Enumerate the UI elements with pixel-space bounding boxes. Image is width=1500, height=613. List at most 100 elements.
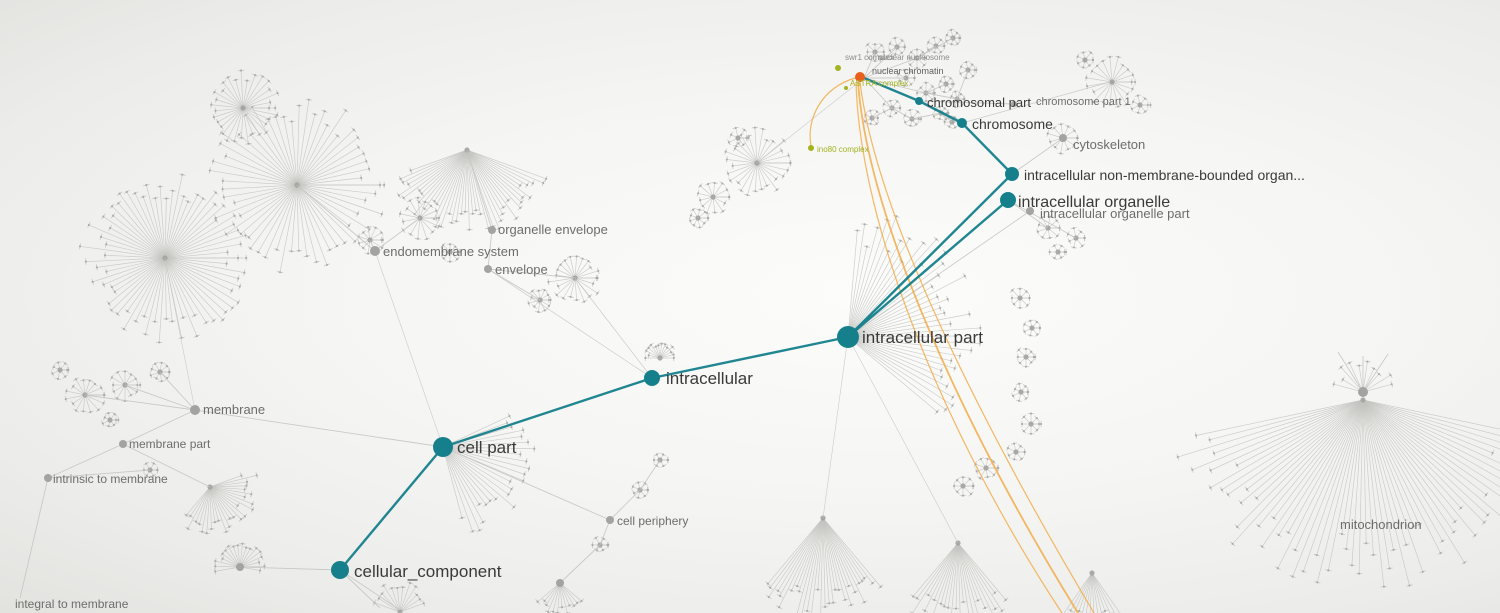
graph-edge — [374, 250, 444, 448]
graph-label: cytoskeleton — [1073, 137, 1145, 152]
graph-edge — [925, 83, 947, 94]
highlight-path-edge — [651, 335, 849, 380]
graph-node-cell-periphery[interactable] — [606, 516, 614, 524]
graph-edge — [374, 217, 421, 252]
graph-label: endomembrane system — [383, 244, 519, 259]
graph-label: nuclear chromatin — [872, 66, 944, 76]
graph-node-mitochondrion[interactable] — [1358, 387, 1368, 397]
graph-node-organelle-envelope[interactable] — [488, 226, 496, 234]
graph-label: integral to membrane — [15, 597, 129, 611]
graph-label: envelope — [495, 262, 548, 277]
graph-label: intracellular non-membrane-bounded organ… — [1024, 167, 1305, 183]
graph-node-intracellular-non-membrane-bounded-organelle[interactable] — [1005, 167, 1019, 181]
graph-edge — [863, 77, 927, 94]
graph-edge — [756, 77, 865, 164]
graph-edge — [639, 459, 661, 491]
graph-edge — [574, 277, 653, 379]
graph-node-intracellular-part[interactable] — [837, 326, 859, 348]
graph-node-membrane-part[interactable] — [119, 440, 127, 448]
graph-node-intracellular-organelle-part[interactable] — [1026, 207, 1034, 215]
graph-label: chromosomal part — [927, 95, 1031, 110]
graph-node-node[interactable] — [236, 563, 244, 571]
cluster — [688, 207, 710, 229]
cluster — [907, 48, 928, 70]
graph-node-cell-part[interactable] — [433, 437, 453, 457]
graph-label: membrane — [203, 402, 265, 417]
cluster — [765, 515, 884, 613]
graph-edge — [863, 46, 898, 79]
graph-label: cell part — [457, 438, 517, 457]
graph-label: chromosome part 1 — [1036, 96, 1131, 108]
cluster — [78, 173, 248, 344]
graph-node-astra-complex[interactable] — [844, 86, 848, 90]
cluster — [1016, 347, 1037, 368]
cluster — [440, 242, 461, 263]
cluster — [1075, 50, 1095, 69]
graph-edge — [863, 51, 876, 79]
cluster — [958, 60, 978, 80]
cluster — [865, 42, 885, 63]
graph-node-intracellular-organelle[interactable] — [1000, 192, 1016, 208]
graph-node-intrinsic-to-membrane[interactable] — [44, 474, 52, 482]
cluster — [208, 98, 386, 274]
graph-node-swr1-complex[interactable] — [835, 65, 841, 71]
graph-edge — [159, 371, 196, 411]
highlight-path-edge — [918, 99, 963, 125]
graph-node-envelope[interactable] — [484, 265, 492, 273]
graph-node-nucleosome[interactable] — [855, 72, 865, 82]
graph-label: intracellular organelle part — [1040, 206, 1190, 221]
graph-node-node[interactable] — [556, 579, 564, 587]
cluster — [845, 214, 982, 415]
graph-edge — [599, 519, 611, 546]
graph-label: ino80 complex — [817, 145, 869, 154]
graph-edge — [487, 229, 493, 270]
cluster — [547, 255, 600, 304]
graph-edge — [871, 107, 893, 119]
graph-edge — [918, 100, 1015, 105]
graph-edge — [466, 149, 493, 231]
cluster — [101, 411, 120, 428]
cluster — [1063, 570, 1121, 613]
cluster — [1176, 397, 1500, 588]
graph-node-chromosome-part[interactable] — [1011, 101, 1017, 107]
cluster — [183, 472, 258, 535]
cluster — [937, 75, 955, 94]
graph-edge — [124, 384, 196, 411]
cluster — [64, 377, 106, 414]
cluster — [1085, 55, 1137, 108]
graph-edge — [863, 57, 918, 79]
cluster — [1009, 287, 1031, 309]
cluster — [527, 288, 552, 314]
highlight-path-edge — [863, 76, 920, 103]
cluster — [1022, 319, 1042, 337]
graph-node-ino80-complex[interactable] — [808, 145, 814, 151]
graph-edge — [487, 268, 541, 301]
graph-edge — [487, 268, 576, 279]
cluster — [1020, 412, 1043, 435]
graph-label: intracellular organelle — [1018, 194, 1170, 211]
graph-edge — [1337, 351, 1364, 393]
graph-label: chromosome — [972, 116, 1053, 132]
cluster — [696, 181, 731, 215]
graph-edge — [47, 469, 151, 479]
graph-edge — [19, 477, 49, 599]
graph-node-membrane[interactable] — [190, 405, 200, 415]
graph-node-cytoskeleton[interactable] — [1059, 134, 1067, 142]
graph-edge — [916, 37, 954, 59]
highlight-path-edge — [961, 122, 1013, 175]
graph-node-chromosomal-part[interactable] — [915, 97, 923, 105]
graph-edge — [956, 69, 969, 100]
graph-edge — [559, 544, 601, 584]
graph-edge — [911, 112, 942, 120]
cluster — [727, 126, 750, 148]
cluster — [396, 147, 548, 231]
orange-path-edge — [857, 81, 1079, 613]
graph-node-cellular_component[interactable] — [331, 561, 349, 579]
graph-node-intracellular[interactable] — [644, 370, 660, 386]
graph-node-chromosome[interactable] — [957, 118, 967, 128]
graph-edge — [1011, 137, 1064, 175]
cluster — [50, 361, 70, 380]
graph-node-endomembrane-system[interactable] — [370, 246, 380, 256]
graph-edge — [47, 443, 124, 479]
